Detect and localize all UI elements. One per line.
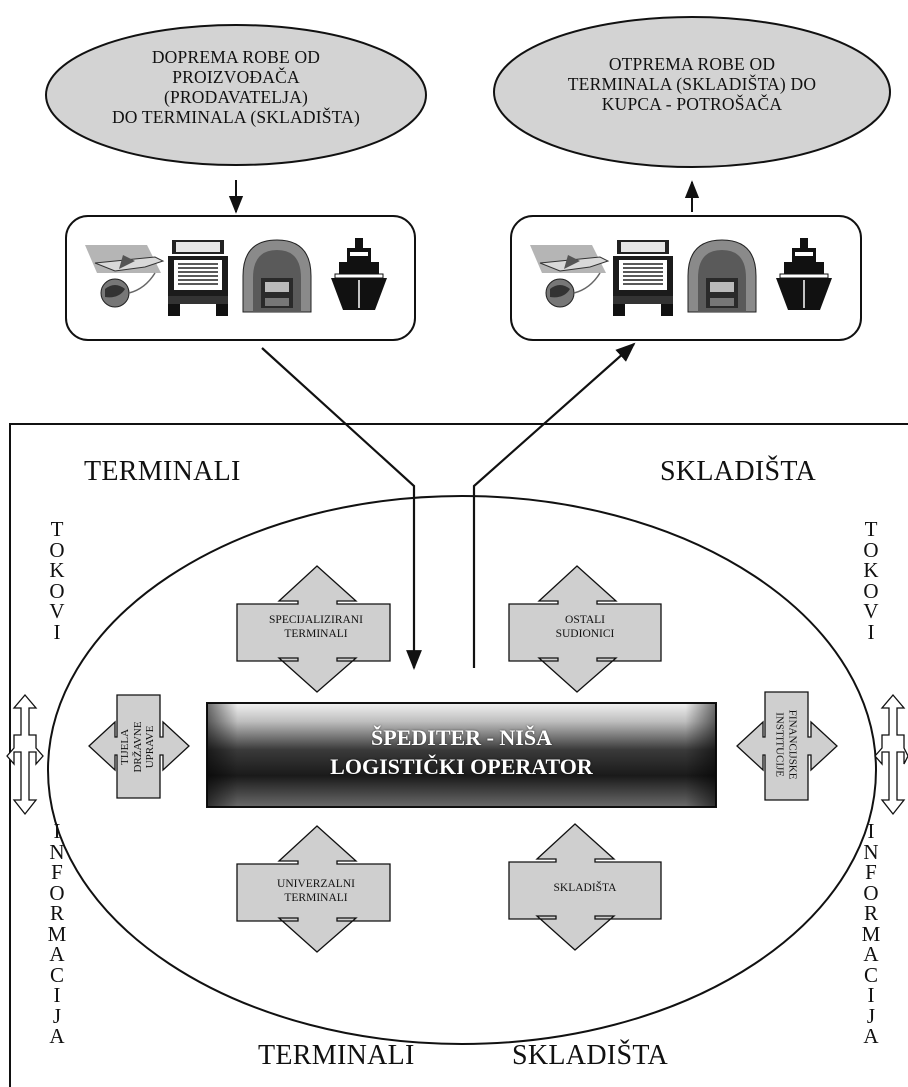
side-letter: M [47, 921, 67, 946]
financijske-institucije-label: FINANCIJSKE INSTITUCIJE [774, 709, 799, 780]
ship-icon [776, 238, 832, 310]
tijela-block-arrow [88, 694, 190, 799]
tijela-drzavne-uprave-label: TIJELA DRŽAVNE UPRAVE [119, 721, 157, 773]
terminali-top-label: TERMINALI [84, 456, 241, 487]
side-letter: M [861, 921, 881, 946]
left-side-double-arrow [6, 693, 44, 816]
top-right-ellipse [493, 16, 891, 168]
side-letter: R [863, 901, 878, 925]
ostali-sudionici-label: OSTALI SUDIONICI [555, 614, 615, 640]
side-letter: O [49, 880, 65, 905]
airplane-icon [530, 245, 610, 308]
side-letter: O [863, 578, 879, 603]
side-letter: J [52, 1003, 62, 1028]
side-letter: C [49, 962, 64, 987]
side-letter: O [863, 880, 879, 905]
skladista-top-label: SKLADIŠTA [660, 456, 817, 487]
side-letter: I [867, 983, 875, 1007]
side-letter: A [863, 1024, 879, 1048]
side-letter: C [863, 962, 878, 987]
top-left-ellipse-label: DOPREMA ROBE OD PROIZVOĐAČA (PRODAVATELJ… [111, 47, 361, 128]
side-letter: J [866, 1003, 876, 1028]
side-letter: N [863, 839, 879, 864]
univerzalni-terminali-label: UNIVERZALNI TERMINALI [277, 878, 355, 904]
side-letter: O [49, 537, 65, 562]
side-letter: I [867, 619, 875, 644]
airplane-icon [85, 245, 165, 308]
specijalizirani-block-arrow [236, 565, 391, 693]
side-letter: T [50, 517, 64, 541]
side-letter: F [865, 860, 877, 884]
tunnel-icon [687, 239, 757, 313]
top-left-ellipse [45, 24, 427, 166]
side-letter: R [49, 901, 64, 925]
center-title-line1: ŠPEDITER - NIŠA [371, 725, 552, 750]
outbound-flow-arrow [472, 342, 636, 668]
specijalizirani-terminali-label: SPECIJALIZIRANI TERMINALI [269, 614, 363, 640]
side-letter: N [49, 839, 65, 864]
main-frame [9, 423, 908, 1087]
side-letter: V [863, 599, 879, 623]
side-letter: A [49, 1024, 65, 1048]
side-letter: I [867, 819, 875, 843]
side-letter: T [864, 517, 878, 541]
side-letter: F [51, 860, 63, 884]
skladista-bottom-label: SKLADIŠTA [512, 1040, 669, 1071]
tunnel-icon [242, 239, 312, 313]
transport-box-right [510, 215, 862, 341]
side-letter: O [49, 578, 65, 603]
side-letter: K [49, 558, 65, 582]
top-right-ellipse-label: OTPREMA ROBE OD TERMINALA (SKLADIŠTA) DO… [567, 54, 817, 115]
truck-icon [613, 240, 673, 316]
truck-icon [168, 240, 228, 316]
side-letter: I [53, 819, 61, 843]
terminali-bottom-label: TERMINALI [258, 1040, 415, 1071]
side-letter: I [53, 983, 61, 1007]
side-letter: I [53, 619, 61, 644]
inbound-flow-arrow [261, 347, 422, 670]
side-letter: A [863, 942, 879, 966]
skladista-block-arrow [508, 823, 662, 951]
ship-icon [331, 238, 387, 310]
right-side-double-arrow [874, 693, 908, 816]
side-letter: K [863, 558, 879, 582]
financijske-block-arrow [736, 691, 838, 801]
center-title: ŠPEDITER - NIŠA LOGISTIČKI OPERATOR [207, 724, 716, 781]
univerzalni-block-arrow [236, 825, 391, 953]
center-title-line2: LOGISTIČKI OPERATOR [330, 753, 593, 779]
ostali-block-arrow [508, 565, 662, 693]
transport-box-left [65, 215, 416, 341]
skladista-label: SKLADIŠTA [553, 882, 617, 894]
side-letter: V [49, 599, 65, 623]
side-letter: O [863, 537, 879, 562]
side-letter: A [49, 942, 65, 966]
